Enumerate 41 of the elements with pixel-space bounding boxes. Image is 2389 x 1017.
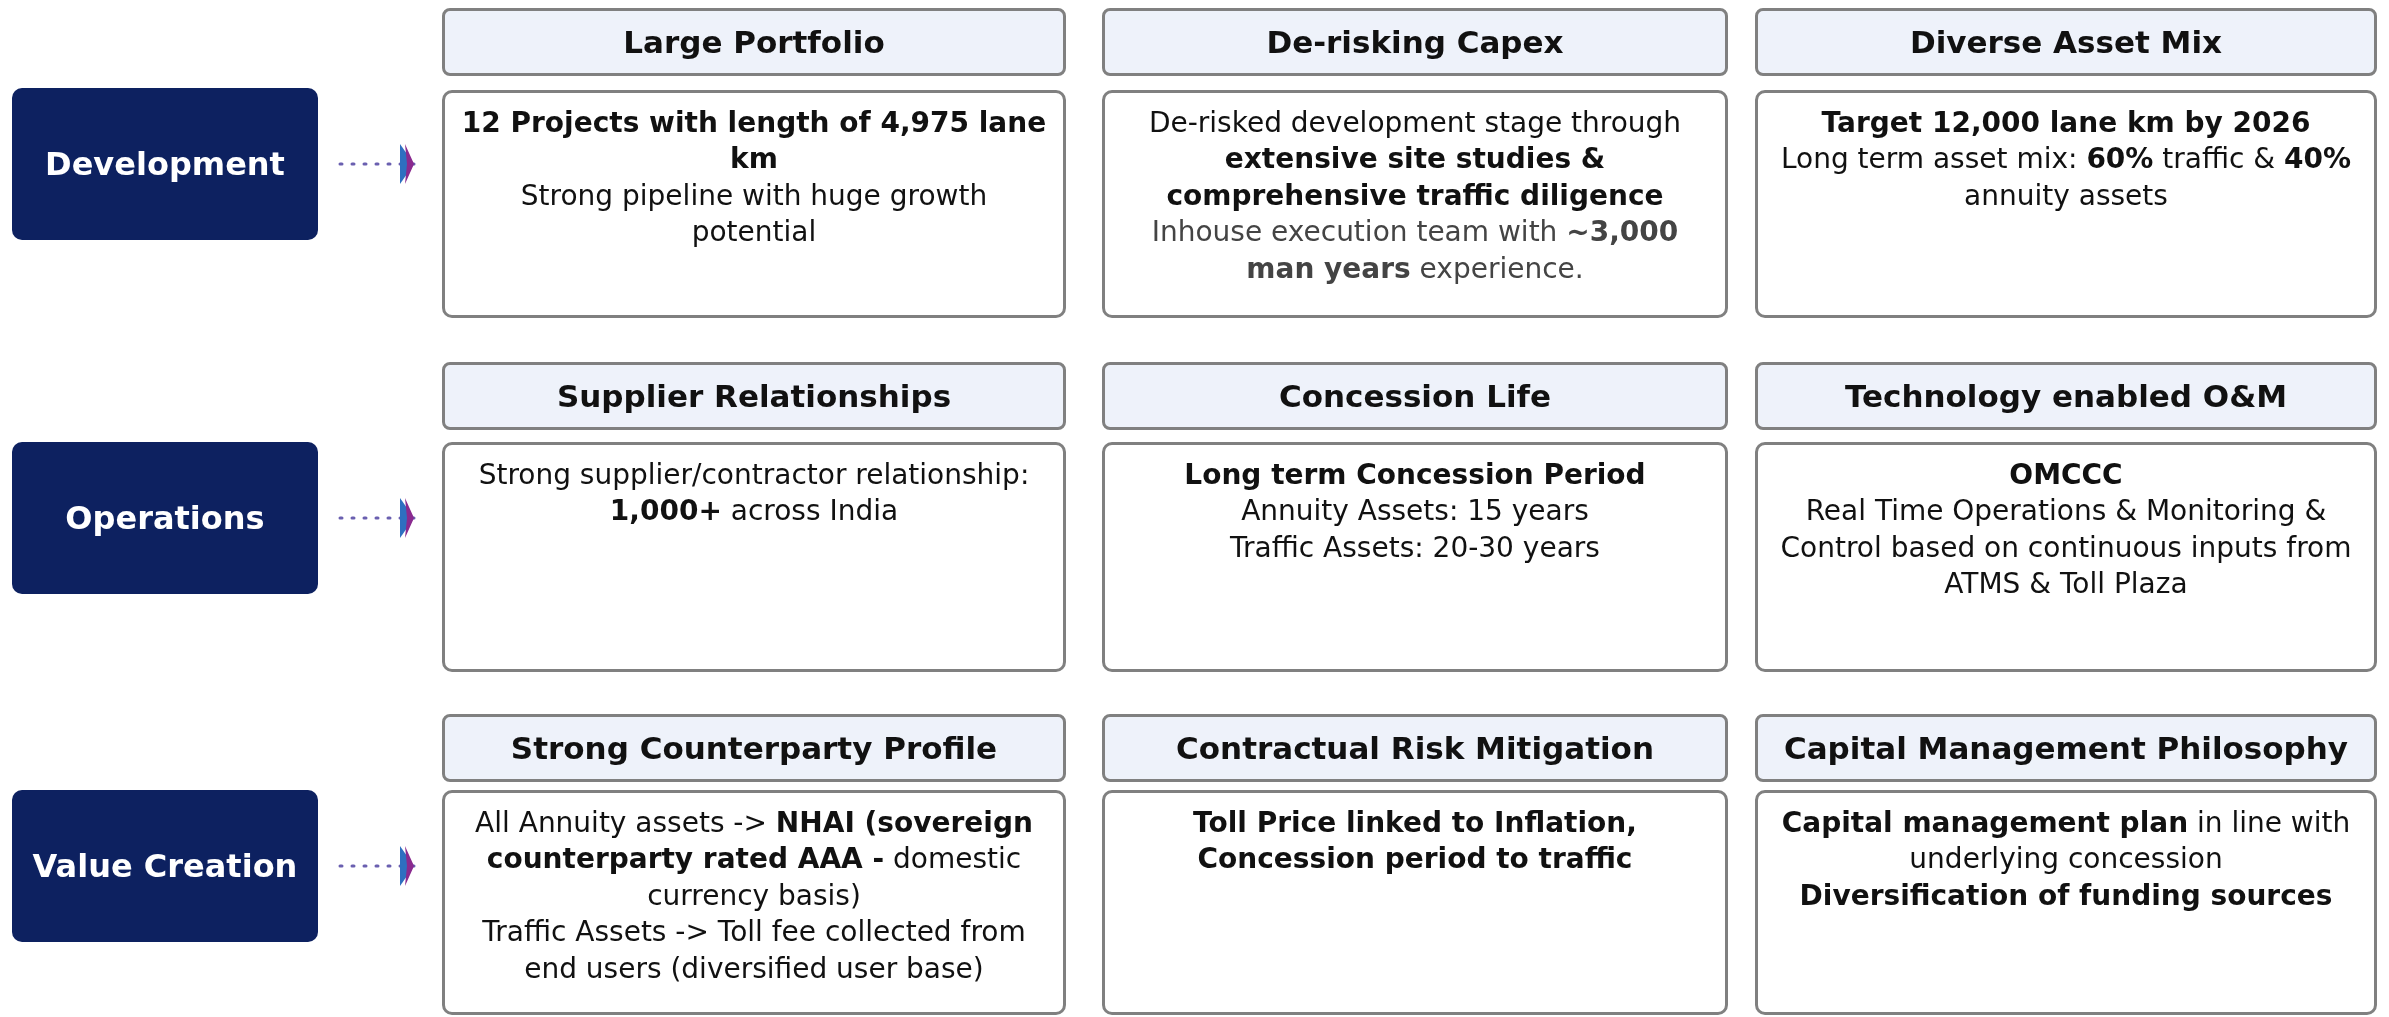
description-text: Toll Price linked to Inflation, Concession period to traffic [1192, 805, 1638, 878]
card-body [1102, 90, 1728, 318]
header-box: Strong Counterparty Profile [442, 714, 1066, 782]
description-text: All Annuity assets -> NHAI (sovereign counterparty rated AAA - domestic currency basis) [474, 805, 1034, 914]
header-box: Capital Management Philosophy [1755, 714, 2377, 782]
description-text: Inhouse execution team with ~3,000 man years experience. [1150, 214, 1680, 287]
card-body [1755, 442, 2377, 672]
dotted-arrow [338, 846, 416, 886]
description-text: Long term asset mix: 60% traffic & 40% annuity assets [1779, 141, 2353, 214]
card-body [442, 90, 1066, 318]
description-text: Traffic Assets -> Toll fee collected from end users (diversified user base) [481, 914, 1027, 987]
description-text: De-risked development stage through extensive site studies & comprehensive traffic diligence [1147, 105, 1683, 214]
description-text: Annuity Assets: 15 years [1241, 493, 1589, 530]
stage-box: Value Creation [12, 790, 318, 942]
description-text: OMCCC [2009, 457, 2123, 493]
description-text: Strong supplier/contractor relationship: 1,000+ across India [477, 457, 1031, 530]
card-body [442, 442, 1066, 672]
description-text: Real Time Operations & Monitoring & Control based on continuous inputs from ATMS & Toll Plaza [1779, 493, 2353, 603]
card-body [1755, 90, 2377, 318]
header-box: Contractual Risk Mitigation [1102, 714, 1728, 782]
header-box: Large Portfolio [442, 8, 1066, 76]
card-body [1102, 442, 1728, 672]
header-box: Concession Life [1102, 362, 1728, 430]
header-box: Technology enabled O&M [1755, 362, 2377, 430]
stage-box: Operations [12, 442, 318, 594]
description-text: Diversification of funding sources [1799, 877, 2333, 914]
description-text: Traffic Assets: 20-30 years [1230, 529, 1600, 566]
card-body [1755, 790, 2377, 1015]
description-text: Target 12,000 lane km by 2026 [1821, 105, 2311, 141]
description-text: Long term Concession Period [1184, 457, 1646, 493]
description-text: Strong pipeline with huge growth potential [519, 177, 989, 251]
card-body [1102, 790, 1728, 1015]
dotted-arrow [338, 144, 416, 184]
header-box: De-risking Capex [1102, 8, 1728, 76]
header-box: Supplier Relationships [442, 362, 1066, 430]
stage-box: Development [12, 88, 318, 240]
header-box: Diverse Asset Mix [1755, 8, 2377, 76]
description-text: 12 Projects with length of 4,975 lane km [460, 105, 1048, 178]
description-text: Capital management plan in line with underlying concession [1780, 805, 2352, 878]
dotted-arrow [338, 498, 416, 538]
card-body [442, 790, 1066, 1015]
